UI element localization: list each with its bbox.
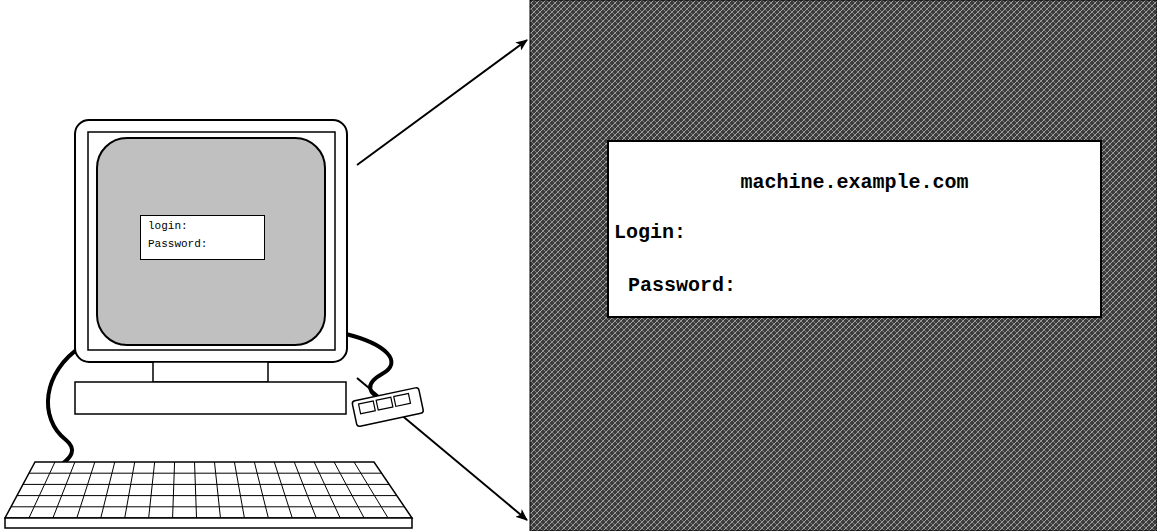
login-prompt: login:: [148, 219, 257, 233]
monitor-screen: [97, 138, 325, 345]
login-prompt: Login:: [614, 221, 1095, 245]
key-column: [294, 462, 316, 518]
zoomed-login-box: machine.example.comLogin: Password:: [607, 140, 1102, 318]
key-column: [149, 462, 155, 518]
keyboard: [5, 462, 412, 528]
key-column: [77, 462, 95, 518]
key-row: [23, 484, 389, 485]
host-name: machine.example.com: [614, 171, 1095, 195]
mouse-cable: [346, 334, 391, 400]
zoom-arrow: [357, 40, 527, 165]
password-prompt: Password:: [628, 274, 1095, 298]
key-column: [173, 462, 175, 518]
key-column: [214, 462, 220, 518]
key-column: [354, 462, 388, 518]
key-column: [125, 462, 135, 518]
password-prompt: Password:: [148, 237, 257, 251]
zoom-panel: [530, 0, 1157, 531]
key-row: [29, 473, 382, 474]
monitor-base: [75, 382, 346, 414]
monitor-bezel: [75, 120, 347, 362]
key-row: [17, 495, 397, 496]
key-column: [254, 462, 268, 518]
monitor-neck: [153, 362, 268, 382]
key-column: [274, 462, 292, 518]
key-column: [195, 462, 197, 518]
key-column: [101, 462, 115, 518]
mouse: [352, 387, 424, 427]
monitor-frame: [88, 132, 335, 350]
key-column: [234, 462, 244, 518]
screen-login-box: login: Password:: [140, 215, 265, 260]
key-column: [53, 462, 75, 518]
key-column: [314, 462, 340, 518]
key-row: [11, 506, 404, 507]
key-column: [29, 462, 55, 518]
